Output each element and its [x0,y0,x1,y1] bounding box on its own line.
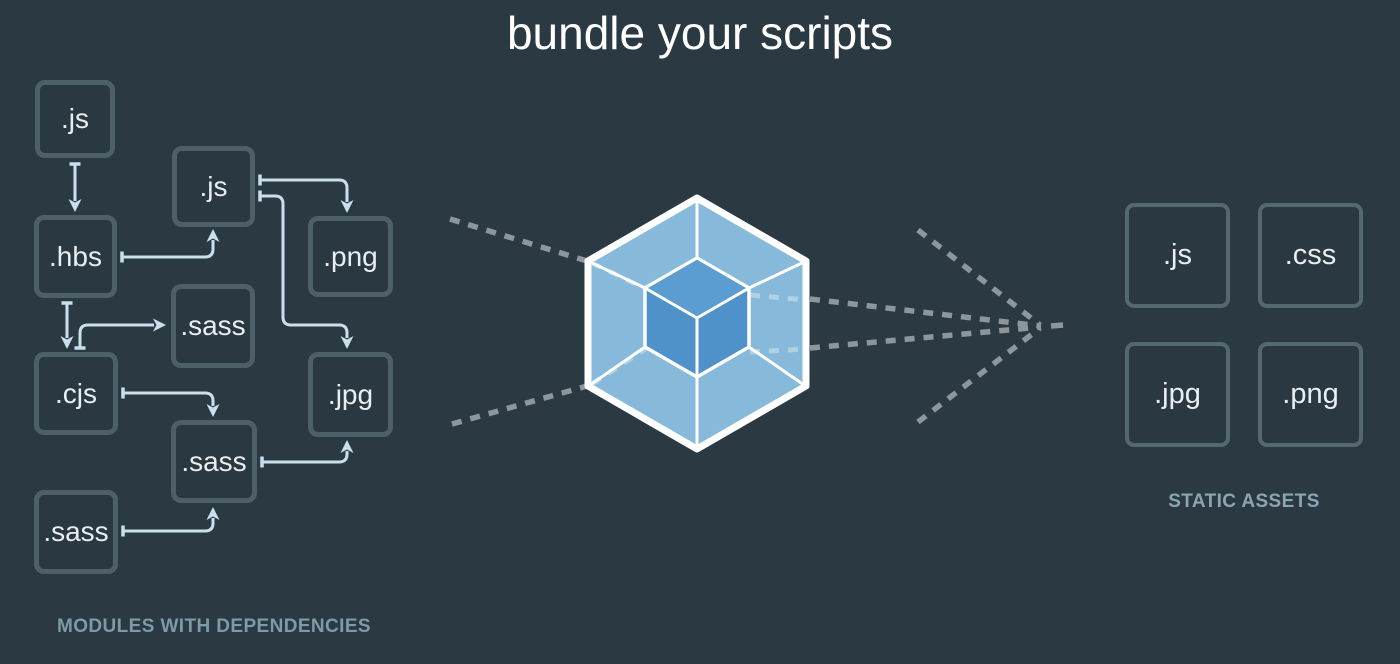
module-box-sass-3: .sass [34,490,118,574]
module-box-sass-2: .sass [171,420,257,503]
asset-label: .png [1282,378,1339,410]
dependency-arrows [60,162,354,537]
flow-dash-right-bottom [809,324,1042,351]
asset-box-jpg: .jpg [1125,342,1230,447]
module-label: .jpg [327,378,374,410]
arrow-cjs-to-sass1 [74,318,166,350]
flow-dash-left-top [449,216,588,264]
module-label: .sass [180,310,246,341]
arrow-js2-to-png [258,174,354,213]
arrow-cjs-to-sass2 [121,387,220,417]
static-assets-caption: STATIC ASSETS [1168,491,1320,512]
flow-dash-chevron-top [916,227,1042,328]
asset-label: .jpg [1154,378,1201,410]
webpack-logo-icon [584,194,810,453]
flow-dashes [449,216,1064,427]
module-box-js-1: .js [35,80,115,158]
flow-dash-tip [1050,322,1064,329]
arrow-js2-to-jpg [258,190,354,349]
arrow-hbs-to-cjs [60,301,74,349]
module-label: .js [61,103,89,134]
arrow-sass2-to-jpg [260,440,354,468]
module-box-jpg: .jpg [308,352,393,437]
arrow-hbs-to-js2 [120,229,220,263]
arrow-js1-to-hbs [68,162,82,212]
arrow-sass3-to-sass2 [121,507,220,537]
flow-dash-left-bottom [451,383,588,427]
asset-label: .css [1284,239,1337,271]
module-box-sass-1: .sass [171,284,255,368]
module-label: .sass [181,445,247,477]
flow-dash-chevron-bottom [916,325,1042,425]
module-label: .sass [43,516,109,547]
flow-dash-right-top [809,296,1042,329]
modules-caption: MODULES WITH DEPENDENCIES [56,616,372,637]
module-box-hbs: .hbs [34,215,117,298]
module-label: .cjs [55,377,97,409]
asset-box-png: .png [1258,342,1363,447]
module-label: .js [199,170,228,202]
asset-label: .js [1163,239,1192,271]
page-title: bundle your scripts [506,7,894,59]
module-box-cjs: .cjs [34,352,118,435]
asset-box-js: .js [1125,203,1230,308]
module-box-js-2: .js [172,146,255,227]
module-label: .png [323,240,378,272]
asset-box-css: .css [1258,203,1363,308]
module-box-png: .png [308,216,393,297]
module-label: .hbs [49,240,102,272]
